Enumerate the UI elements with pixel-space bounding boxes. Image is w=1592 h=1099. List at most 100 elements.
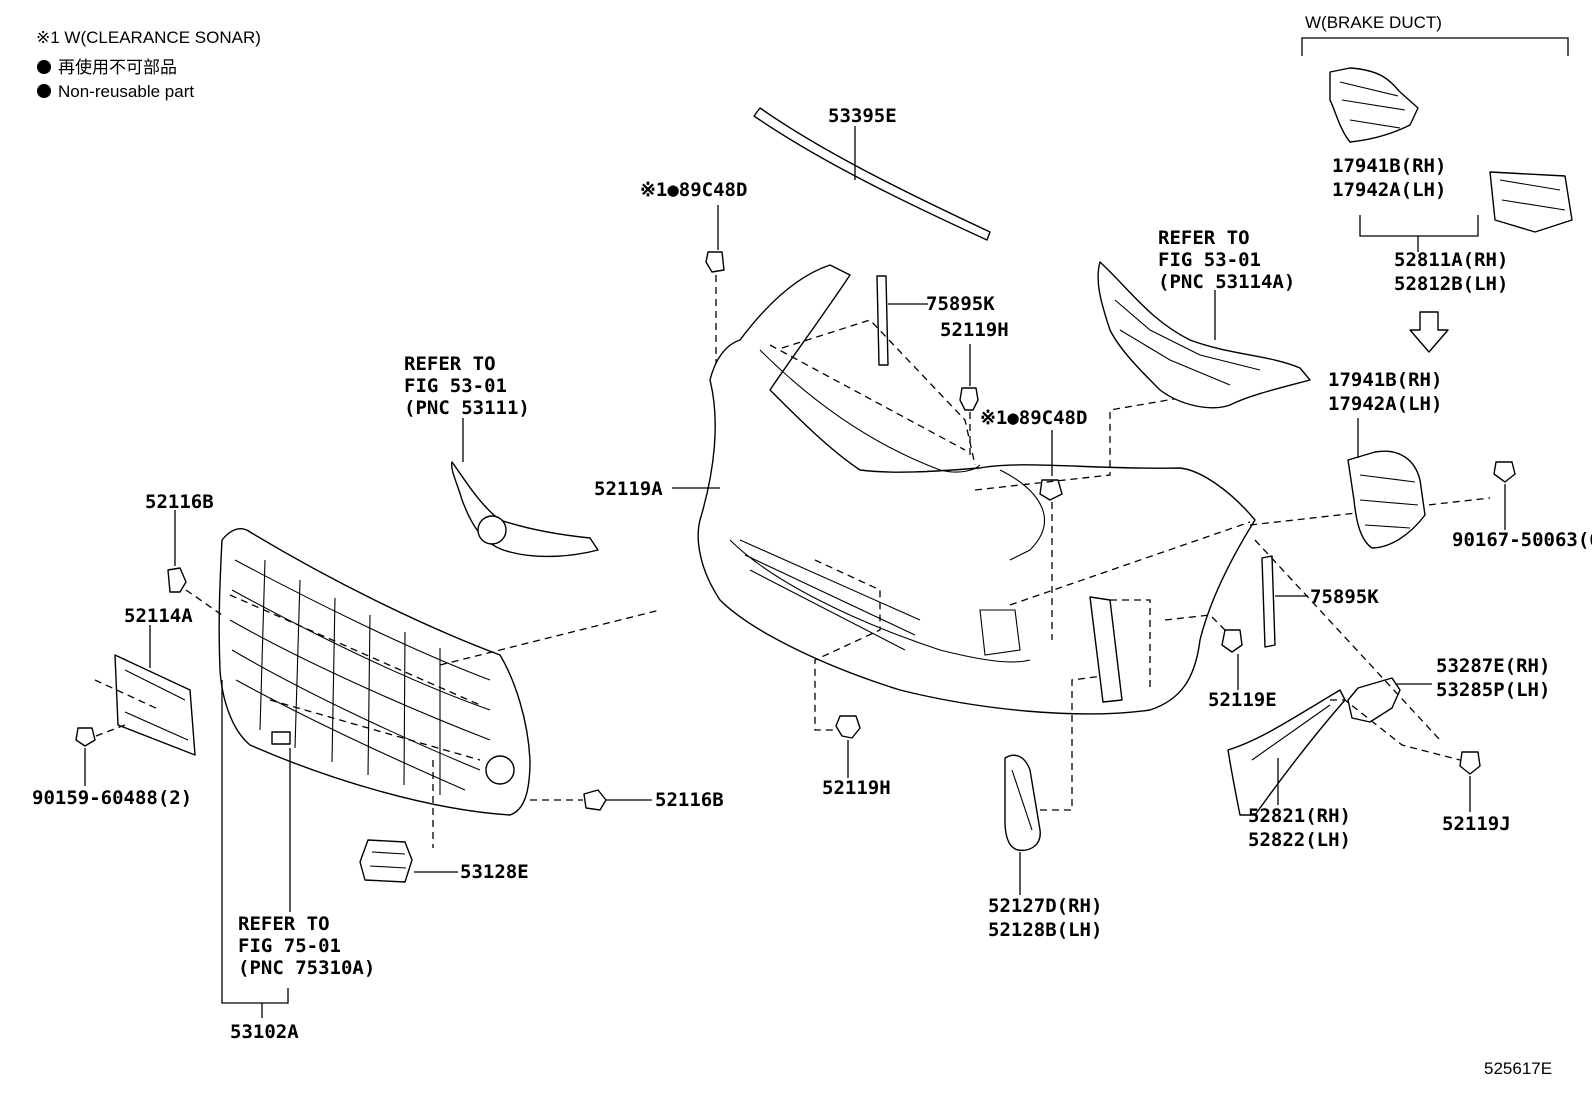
legend-non-reusable-jp: 再使用不可部品 xyxy=(58,57,177,77)
label-53128e: 53128E xyxy=(460,861,529,883)
part-labels: 53395E ※1●89C48D 75895K 52119H ※1●89C48D… xyxy=(32,105,1592,1043)
bracket-53111-hole xyxy=(477,515,507,545)
dash-upper-diag xyxy=(769,344,966,451)
bracket-ribs xyxy=(1114,299,1261,386)
part-53102a-grille xyxy=(218,528,531,816)
bumper-sensor-opening xyxy=(979,609,1021,656)
label-53287e: 53287E(RH) xyxy=(1436,655,1550,677)
air-guide-ribs xyxy=(1499,179,1566,211)
label-90159: 90159-60488(2) xyxy=(32,787,192,809)
bracket-53102a xyxy=(221,680,289,1004)
label-52116b-bottom: 52116B xyxy=(655,789,724,811)
part-52116b-clip-top xyxy=(167,567,187,593)
label-ref-75310a-line1: REFER TO xyxy=(238,913,330,935)
label-52119h-bottom: 52119H xyxy=(822,777,891,799)
part-side-filler xyxy=(1089,596,1123,703)
bumper-lower-crease xyxy=(729,539,1031,663)
label-53102a: 53102A xyxy=(230,1021,299,1043)
dash-right-mid xyxy=(1009,521,1251,606)
part-89c48d-clip-mid xyxy=(1039,479,1063,501)
dash-upper-frame xyxy=(781,319,976,466)
dash-grille-to-bumper xyxy=(439,609,661,666)
label-52811a: 52811A(RH) xyxy=(1394,249,1508,271)
label-52119j: 52119J xyxy=(1442,813,1511,835)
part-90159-bolt xyxy=(75,727,96,747)
brake-duct-mid-ribs xyxy=(1359,474,1419,529)
part-90167-bolt xyxy=(1493,461,1516,483)
label-ref-53111-line3: (PNC 53111) xyxy=(404,397,530,419)
label-ref-75310a-line2: FIG 75-01 xyxy=(238,935,341,957)
label-52116b-top: 52116B xyxy=(145,491,214,513)
label-52128b: 52128B(LH) xyxy=(988,919,1102,941)
brake-duct-group: W(BRAKE DUCT) xyxy=(1301,13,1569,56)
label-90167: 90167-50063(6) xyxy=(1452,529,1592,551)
dash-90159 xyxy=(95,724,126,737)
label-52119a: 52119A xyxy=(594,478,663,500)
license-bracket-ribs xyxy=(124,669,189,741)
brake-duct-bracket xyxy=(1301,37,1569,56)
part-52119e-clip xyxy=(1221,629,1243,653)
grille-mesh-h xyxy=(229,559,491,791)
bumper-upper-crease xyxy=(759,349,981,473)
dash-52116b-top xyxy=(185,589,223,616)
label-17942a-mid: 17942A(LH) xyxy=(1328,393,1442,415)
grille-mesh-v xyxy=(259,559,441,795)
bumper-grille-edge xyxy=(999,469,1045,561)
part-53114a-bracket xyxy=(1097,261,1311,409)
liner-52821-rib xyxy=(1251,704,1331,761)
part-75310a-emblem xyxy=(271,731,291,745)
part-75895k-tape-right xyxy=(1261,555,1276,648)
label-17942a-top: 17942A(LH) xyxy=(1332,179,1446,201)
label-53395e: 53395E xyxy=(828,105,897,127)
brake-duct-header: W(BRAKE DUCT) xyxy=(1305,13,1442,32)
dash-52127d xyxy=(1040,674,1111,811)
dash-bumper-to-bracket xyxy=(1254,539,1441,741)
dash-grille xyxy=(229,594,481,706)
dash-52119h-bottom xyxy=(814,559,881,731)
bracket-53128e-ribs xyxy=(369,851,407,869)
part-89c48d-clip xyxy=(705,251,725,273)
legend-clearance-sonar: ※1 W(CLEARANCE SONAR) xyxy=(36,28,261,47)
label-17941b-top: 17941B(RH) xyxy=(1332,155,1446,177)
dash-52119e xyxy=(1164,614,1226,631)
label-ref-53111-line1: REFER TO xyxy=(404,353,496,375)
part-53111-bracket xyxy=(450,461,599,558)
label-ref-53114a-line3: (PNC 53114A) xyxy=(1158,271,1295,293)
arrow-down-icon xyxy=(1409,311,1449,353)
bracket-52811a xyxy=(1359,215,1479,237)
non-reusable-bullet-icon xyxy=(37,60,51,74)
part-53395e-molding xyxy=(753,107,991,241)
reflector-line xyxy=(1011,769,1033,831)
part-52811a-air-guide xyxy=(1489,171,1573,233)
dash-53287e xyxy=(1330,699,1461,761)
figure-id: 525617E xyxy=(1484,1059,1552,1078)
dash-to-bracket xyxy=(974,397,1181,491)
legend: ※1 W(CLEARANCE SONAR) 再使用不可部品 Non-reusab… xyxy=(36,28,261,101)
label-52119h-top: 52119H xyxy=(940,319,1009,341)
label-52822: 52822(LH) xyxy=(1248,829,1351,851)
part-52116b-clip-bottom xyxy=(583,789,607,811)
part-53128e-bracket xyxy=(359,839,413,883)
non-reusable-bullet-icon xyxy=(37,84,51,98)
label-ref-75310a-line3: (PNC 75310A) xyxy=(238,957,375,979)
grille-fog-opening xyxy=(485,755,515,785)
part-52821-liner xyxy=(1227,689,1346,816)
label-ref-53114a-line2: FIG 53-01 xyxy=(1158,249,1261,271)
label-53285p: 53285P(LH) xyxy=(1436,679,1550,701)
brake-duct-top-ribs xyxy=(1339,81,1406,129)
part-52119h-clip-bottom xyxy=(835,715,861,739)
label-ref-53111-line2: FIG 53-01 xyxy=(404,375,507,397)
label-52821: 52821(RH) xyxy=(1248,805,1351,827)
label-89c48d-top: ※1●89C48D xyxy=(640,179,747,201)
dash-grille-lower xyxy=(269,699,481,761)
label-52114a: 52114A xyxy=(124,605,193,627)
label-75895k-top: 75895K xyxy=(926,293,995,315)
label-52127d: 52127D(RH) xyxy=(988,895,1102,917)
label-89c48d-mid: ※1●89C48D xyxy=(980,407,1087,429)
part-17941b-brake-duct-mid xyxy=(1347,450,1426,549)
label-52119e: 52119E xyxy=(1208,689,1277,711)
legend-non-reusable-en: Non-reusable part xyxy=(58,82,194,101)
label-52812b: 52812B(LH) xyxy=(1394,273,1508,295)
